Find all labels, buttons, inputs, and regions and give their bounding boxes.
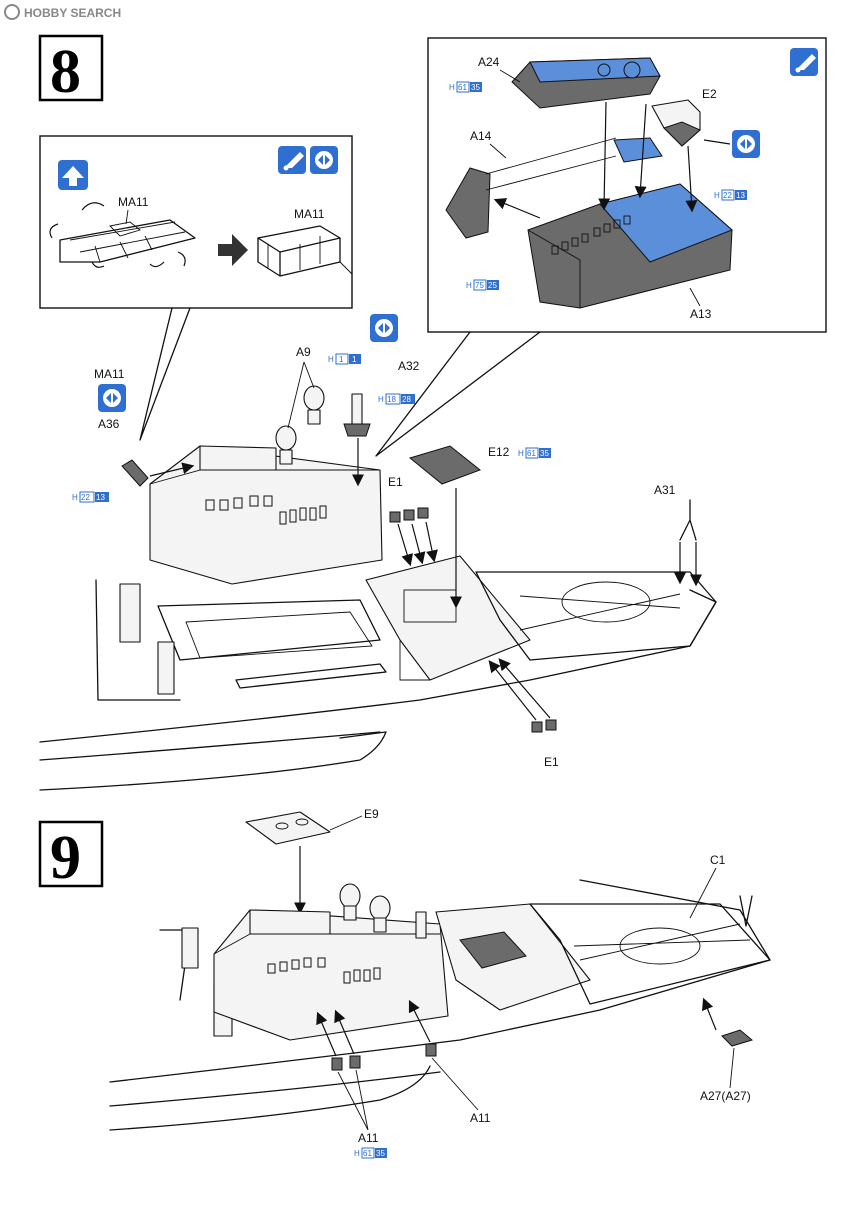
svg-text:22: 22: [81, 493, 90, 502]
watermark-text: HOBBY SEARCH: [24, 6, 121, 20]
ship-step-9: C1 A11 A11 A27(A27) H 61: [109, 853, 771, 1159]
part-a31: [679, 499, 697, 541]
label-a11-left: A11: [358, 1131, 379, 1145]
label-a9: A9: [296, 345, 311, 359]
label-e1-top: E1: [388, 475, 403, 489]
paint-code-a36: H 22 13: [72, 491, 109, 503]
fold-up-icon: [58, 160, 88, 190]
label-e9: E9: [364, 807, 379, 821]
step-9-number: 9: [50, 824, 81, 892]
svg-text:H: H: [378, 395, 384, 404]
svg-text:H: H: [714, 191, 720, 200]
paint-code-a9: H 1 1: [328, 353, 361, 365]
svg-text:35: 35: [376, 1149, 385, 1158]
paint-code-a13-deck: H 22 13: [714, 189, 747, 201]
callout-left: [139, 307, 191, 441]
step-9-box: [38, 820, 104, 888]
step-8-box: [38, 34, 104, 102]
label-ma11: MA11: [94, 367, 125, 381]
svg-text:1: 1: [339, 355, 344, 364]
label-e2: E2: [702, 87, 717, 101]
photo-etch-icon: [310, 146, 338, 174]
paint-code-a32: H 18 28: [378, 393, 415, 405]
part-a11: [331, 1043, 437, 1071]
callout-right: [375, 331, 541, 457]
part-e12: [408, 445, 482, 485]
label-a11-right: A11: [470, 1111, 491, 1125]
svg-text:28: 28: [402, 395, 411, 404]
glue-icon: [790, 48, 818, 76]
part-e9: [245, 811, 331, 845]
label-a24: A24: [478, 55, 500, 69]
svg-text:25: 25: [488, 281, 497, 290]
paint-code-e12: H 61 35: [518, 447, 551, 459]
photo-etch-icon: [732, 130, 760, 158]
glue-icon: [278, 146, 306, 174]
svg-text:H: H: [354, 1149, 360, 1158]
svg-text:18: 18: [387, 395, 396, 404]
paint-code-a13-hull: H 75 25: [466, 279, 499, 291]
svg-text:13: 13: [736, 191, 745, 200]
label-a31: A31: [654, 483, 676, 497]
label-a14: A14: [470, 129, 492, 143]
inset-ma11-folding: MA11 MA11: [39, 135, 353, 309]
label-a13: A13: [690, 307, 712, 321]
part-a9: [275, 385, 325, 465]
svg-text:H: H: [72, 493, 78, 502]
svg-text:61: 61: [527, 449, 536, 458]
svg-text:35: 35: [540, 449, 549, 458]
part-e1-bottom: [531, 719, 557, 733]
part-e1-top: [389, 507, 429, 523]
part-a32: [343, 393, 371, 437]
svg-text:H: H: [449, 83, 455, 92]
svg-text:1: 1: [352, 355, 357, 364]
hobby-search-watermark: HOBBY SEARCH: [4, 4, 121, 20]
label-a32: A32: [398, 359, 420, 373]
svg-text:35: 35: [471, 83, 480, 92]
step-8-number: 8: [50, 38, 81, 106]
part-a27: [721, 1029, 754, 1047]
paint-code-a11: H 61 35: [354, 1147, 387, 1159]
svg-text:61: 61: [363, 1149, 372, 1158]
paint-code-a24: H 61 35: [449, 81, 482, 93]
svg-text:75: 75: [475, 281, 484, 290]
label-ma11-flat: MA11: [118, 195, 149, 209]
label-e1-bottom: E1: [544, 755, 559, 769]
svg-text:H: H: [328, 355, 334, 364]
label-c1: C1: [710, 853, 726, 867]
process-arrow: [218, 234, 248, 266]
label-e12: E12: [488, 445, 510, 459]
svg-text:22: 22: [723, 191, 732, 200]
step-9: 9 E9: [38, 807, 771, 1159]
svg-text:H: H: [518, 449, 524, 458]
photo-etch-icon: [98, 384, 126, 412]
svg-text:13: 13: [96, 493, 105, 502]
svg-text:61: 61: [458, 83, 467, 92]
label-a36: A36: [98, 417, 120, 431]
label-ma11-folded: MA11: [294, 207, 325, 221]
svg-text:H: H: [466, 281, 472, 290]
step-8: 8: [38, 34, 827, 791]
photo-etch-icon: [370, 314, 398, 342]
inset-bridge-assembly: A24 E2 A14: [427, 37, 827, 333]
ship-step-8: A9 A32 E12: [39, 314, 717, 791]
label-a27: A27(A27): [700, 1089, 751, 1103]
